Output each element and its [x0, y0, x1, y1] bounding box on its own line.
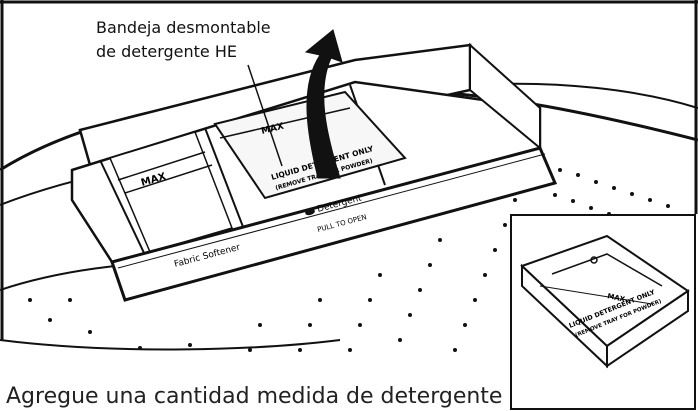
removed-tray-illustration: MAX LIQUID DETERGENT ONLY (REMOVE TRAY F… [520, 234, 690, 369]
callout-line-1: Bandeja desmontable [96, 18, 271, 37]
up-arrow-icon [304, 29, 343, 179]
callout-line-2: de detergente HE [96, 42, 237, 61]
detergent-icon [305, 208, 315, 216]
dispenser-drawer-illustration: MAX MAX LIQUID DETERGENT ONLY (REMOVE TR… [0, 0, 698, 352]
instruction-caption: Agregue una cantidad medida de detergent… [6, 384, 503, 409]
callout-label: Bandeja desmontable de detergente HE [96, 16, 271, 64]
tray-inset: MAX LIQUID DETERGENT ONLY (REMOVE TRAY F… [510, 214, 696, 410]
inset-max-label: MAX [607, 292, 627, 304]
